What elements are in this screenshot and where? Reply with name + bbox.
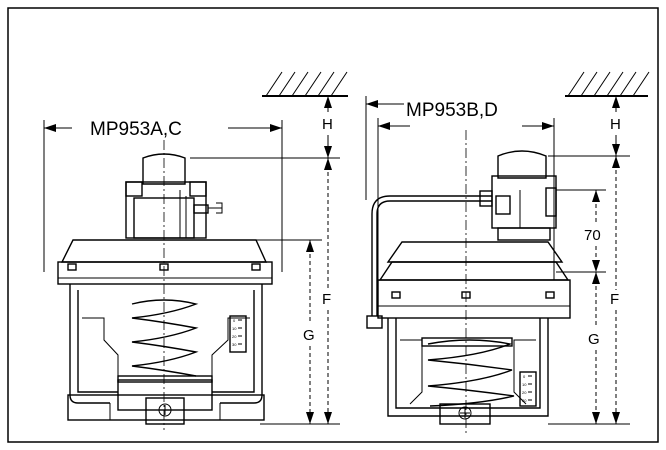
right-model-label: MP953B,D — [406, 100, 498, 121]
left-dim-F — [324, 158, 332, 424]
left-ceiling-hatch — [262, 71, 348, 97]
drawing-frame — [7, 7, 659, 443]
left-stroke-scale: 0 10 20 30 — [229, 315, 247, 353]
left-yoke — [67, 284, 265, 425]
left-dim-F-label: F — [322, 291, 331, 308]
left-top-cover — [57, 239, 273, 285]
right-dim-F-label: F — [610, 291, 619, 308]
right-yoke — [387, 318, 549, 425]
right-stroke-scale: 0 10 20 30 — [519, 371, 537, 407]
left-dim-G-label: G — [303, 327, 315, 344]
right-actuator-head — [491, 150, 557, 241]
right-dim-70 — [592, 190, 600, 272]
right-dim-H-label: H — [610, 116, 621, 133]
right-scale-mark-2: 20 — [522, 390, 527, 395]
right-spring — [421, 337, 515, 407]
left-actuator-head — [125, 153, 223, 239]
right-dim-H — [612, 96, 620, 156]
left-dim-G — [306, 240, 314, 424]
right-scale-mark-3: 30 — [522, 398, 527, 403]
left-scale-mark-3: 30 — [232, 342, 237, 347]
right-dim-G — [592, 272, 600, 424]
right-top-cover — [377, 241, 571, 319]
left-scale-mark-0: 0 — [233, 318, 236, 323]
left-scale-mark-2: 20 — [232, 334, 237, 339]
left-dim-H — [324, 96, 332, 158]
right-dim-G-label: G — [588, 331, 600, 348]
left-width-dimension — [43, 120, 283, 272]
left-model-label: MP953A,C — [90, 119, 182, 140]
left-scale-mark-1: 10 — [232, 326, 237, 331]
right-ceiling-hatch — [565, 71, 650, 97]
right-dim-70-label: 70 — [584, 227, 601, 244]
right-unit: MP953B,D — [365, 71, 650, 436]
right-dim-F — [612, 156, 620, 424]
right-outer-width-dimension — [365, 96, 404, 200]
right-scale-mark-0: 0 — [523, 374, 526, 379]
right-scale-mark-1: 10 — [522, 382, 527, 387]
left-unit: MP953A,C — [43, 71, 348, 430]
left-spring — [117, 299, 213, 383]
left-dim-H-label: H — [322, 116, 333, 133]
right-tubing — [366, 190, 493, 329]
